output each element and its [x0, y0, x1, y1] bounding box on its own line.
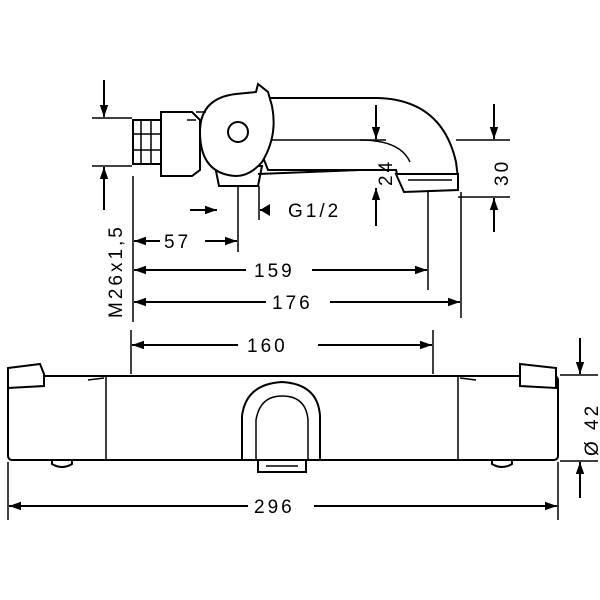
dimension-160: 160 — [130, 330, 434, 374]
dim-296-label: 296 — [254, 497, 295, 518]
dimension-24: 24 — [360, 105, 397, 226]
dim-30-label: 30 — [492, 159, 513, 186]
dim-24-label: 24 — [376, 159, 397, 186]
spout-outlet — [394, 173, 459, 194]
dimension-30: 30 — [456, 104, 513, 232]
g12-label: G1/2 — [288, 201, 341, 222]
dim-57-label: 57 — [164, 232, 191, 253]
dimension-57: 57 — [132, 176, 237, 322]
dimension-g12: G1/2 — [190, 186, 341, 252]
thread-label: M26x1,5 — [106, 224, 127, 318]
dimension-176: 176 — [134, 192, 462, 318]
front-view — [7, 362, 559, 473]
side-view — [132, 82, 460, 194]
handle-knob-icon — [227, 121, 249, 143]
dimension-159: 159 — [134, 192, 429, 290]
right-cap — [519, 362, 557, 390]
left-cap — [7, 362, 45, 390]
dim-160-label: 160 — [247, 336, 288, 357]
dimension-296: 296 — [7, 462, 559, 520]
dim-176-label: 176 — [272, 293, 313, 314]
inlet-thread — [132, 119, 162, 165]
dimension-42: Ø 42 — [560, 338, 600, 498]
dim-42-label: Ø 42 — [582, 403, 600, 456]
dim-159-label: 159 — [254, 261, 295, 282]
dimension-thread: M26x1,5 — [92, 80, 132, 318]
